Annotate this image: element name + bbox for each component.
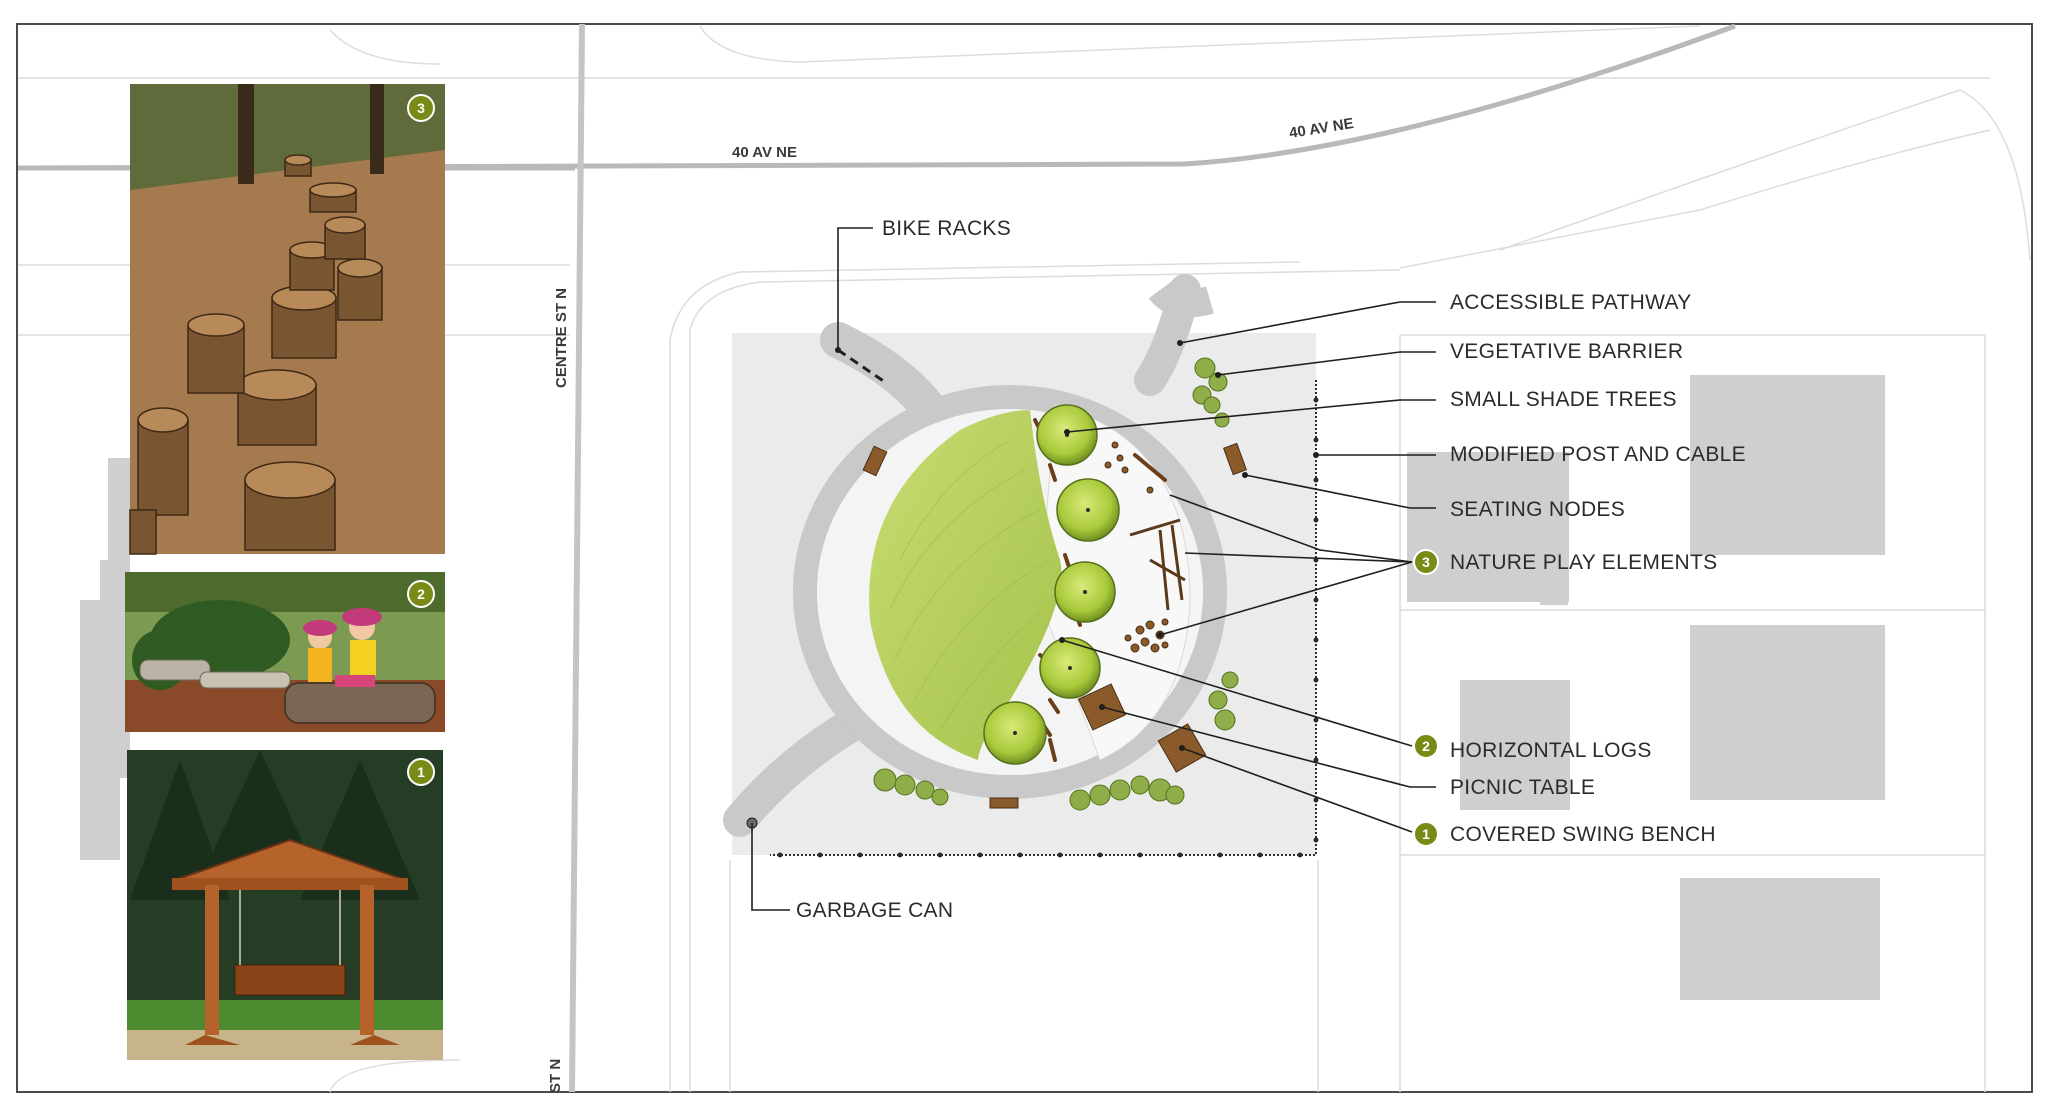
photo-badge-3-number: 3 [417,100,425,116]
photo-badge-1-number: 1 [417,764,425,780]
photo-badge-2-number: 2 [417,586,425,602]
photo-badge-3 [407,94,435,122]
callout-picnic-table: PICNIC TABLE [1450,776,1595,799]
avenue-label-left: 40 AV NE [732,144,797,161]
photo-swing: 1 [127,750,443,1060]
centre-street-label: CENTRE ST N [553,288,570,388]
vegetative-barrier-shrubs [873,357,1239,811]
horizontal-logs-badge [1413,733,1439,759]
callout-modified-post-and-cable: MODIFIED POST AND CABLE [1450,443,1746,466]
centre-street-label-bottom: ST N [547,1059,564,1093]
lawn [869,410,1062,760]
covered-swing-bench-badge-number: 1 [1422,826,1430,842]
callout-seating-nodes: SEATING NODES [1450,498,1625,521]
photo-badge-1 [407,758,435,786]
park-site [723,274,1320,855]
callout-bike-racks: BIKE RACKS [882,217,1011,240]
post-and-cable-fence [770,380,1319,858]
callout-accessible-pathway: ACCESSIBLE PATHWAY [1450,291,1692,314]
lot-lines [18,25,2031,1093]
nature-play-elements-shape [1129,518,1186,611]
nature-play-badge-number: 3 [1422,554,1430,570]
photo-stumps: 3 [129,84,445,555]
photo-badge-2 [407,580,435,608]
photo-logs: 2 [125,572,445,732]
bike-rack-marks [837,348,886,384]
leader-lines [751,227,1436,911]
horizontal-logs-badge-number: 2 [1422,738,1430,754]
callout-covered-swing-bench: COVERED SWING BENCH [1450,823,1716,846]
callout-garbage-can: GARBAGE CAN [796,899,953,922]
accessible-pathway-shape [723,274,1227,837]
covered-swing-bench-badge [1413,821,1439,847]
stumps [1104,441,1169,653]
callout-nature-play-elements: NATURE PLAY ELEMENTS [1450,551,1717,574]
callout-small-shade-trees: SMALL SHADE TREES [1450,388,1677,411]
nature-play-badge [1413,549,1439,575]
callout-vegetative-barrier: VEGETATIVE BARRIER [1450,340,1683,363]
callout-horizontal-logs: HORIZONTAL LOGS [1450,739,1652,762]
neighbour-buildings [80,375,1885,1000]
